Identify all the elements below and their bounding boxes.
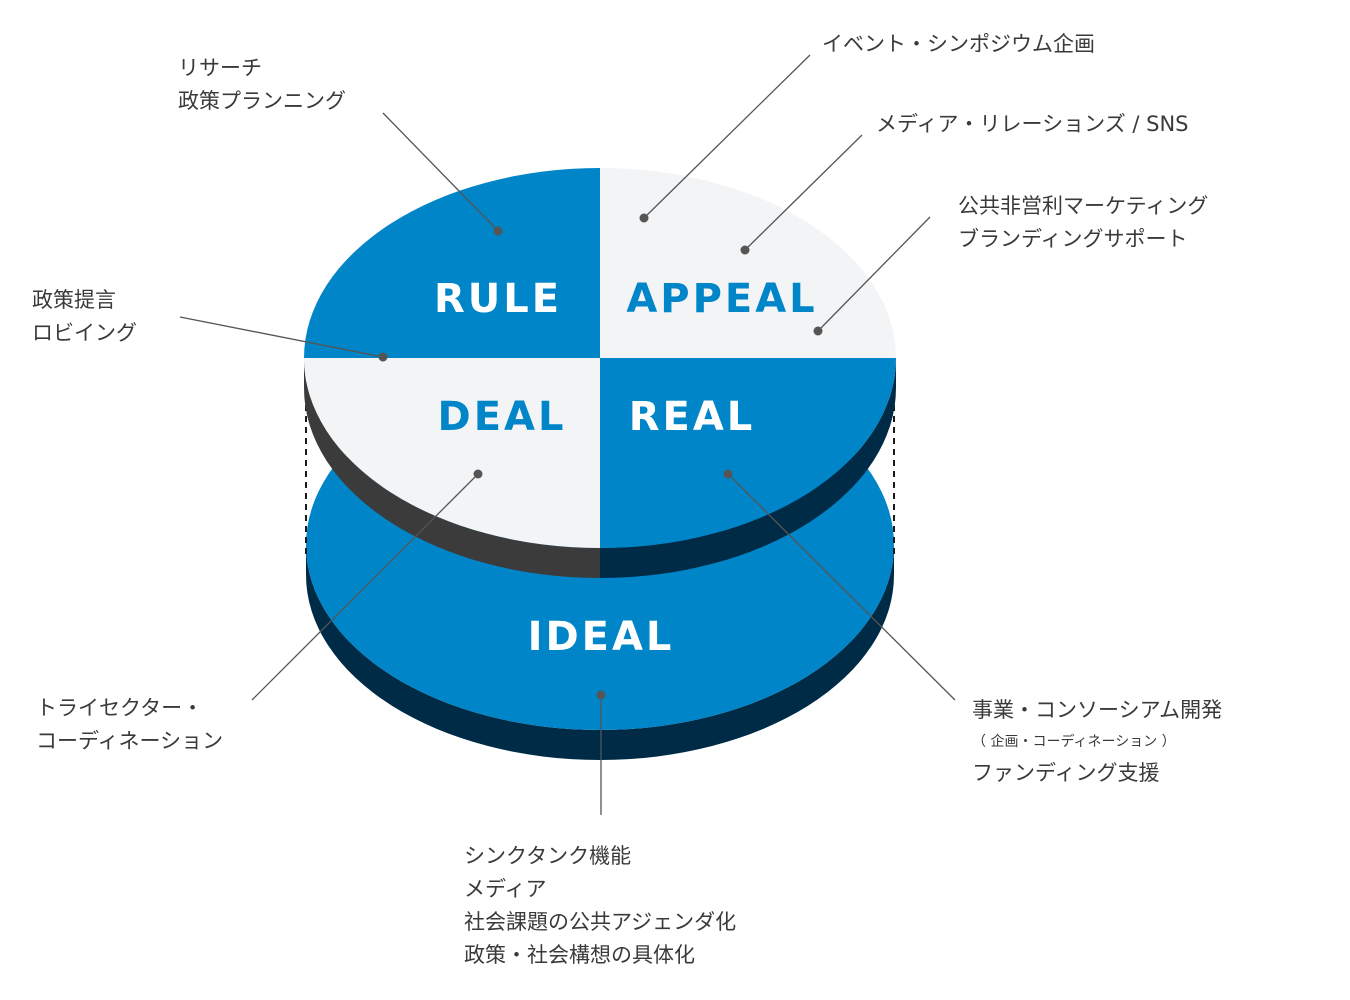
annotation-appeal-event: イベント・シンポジウム企画 [822, 28, 1095, 61]
appeal-quadrant [600, 168, 896, 358]
annotation-line: イベント・シンポジウム企画 [822, 32, 1095, 56]
dot-rule [493, 226, 503, 236]
annotation-ideal: シンクタンク機能 メディア 社会課題の公共アジェンダ化 政策・社会構想の具体化 [464, 840, 736, 972]
annotation-deal-trisector: トライセクター・ コーディネーション [36, 692, 223, 758]
dot-real [723, 469, 733, 479]
leader-line-appeal-event [643, 54, 811, 219]
dot-ideal [596, 690, 606, 700]
leader-line-real [727, 473, 956, 701]
leader-line-rule [382, 112, 499, 232]
annotation-line: トライセクター・ [36, 696, 204, 720]
leader-line-deal-policy [179, 316, 384, 358]
annotation-appeal-marketing: 公共非営利マーケティング ブランディングサポート [958, 190, 1208, 256]
annotation-rule: リサーチ 政策プランニング [178, 52, 346, 118]
annotation-deal-policy: 政策提言 ロビイング [32, 284, 137, 350]
annotation-line: 政策提言 [32, 288, 116, 312]
deal-quadrant [304, 358, 600, 548]
top-disk-side-left [304, 358, 600, 578]
annotation-line: ロビイング [32, 321, 137, 345]
annotation-line: ブランディングサポート [958, 227, 1188, 251]
dot-appeal-event [639, 213, 649, 223]
appeal-label: APPEAL [626, 276, 817, 322]
rule-quadrant [304, 168, 600, 358]
leader-line-appeal-media [744, 134, 863, 251]
dot-appeal-media [740, 245, 750, 255]
top-disk-side-right [600, 358, 896, 578]
annotation-line: （ 企画・コーディネーション ） [972, 734, 1176, 750]
annotation-line: 政策・社会構想の具体化 [464, 943, 695, 967]
annotation-line: 事業・コンソーシアム開発 [972, 698, 1223, 722]
annotation-line: メディア・リレーションズ / SNS [876, 112, 1189, 136]
annotation-line: ファンディング支援 [972, 761, 1160, 785]
annotation-appeal-media: メディア・リレーションズ / SNS [876, 108, 1188, 141]
annotation-real: 事業・コンソーシアム開発 （ 企画・コーディネーション ） ファンディング支援 [972, 694, 1222, 790]
real-label: REAL [629, 394, 756, 440]
annotation-line: シンクタンク機能 [464, 844, 632, 868]
real-quadrant [600, 358, 896, 548]
annotation-line: リサーチ [178, 56, 262, 80]
dot-appeal-marketing [813, 326, 823, 336]
annotation-line: 社会課題の公共アジェンダ化 [464, 910, 737, 934]
annotation-line: メディア [464, 877, 547, 901]
leader-line-appeal-marketing [817, 216, 931, 332]
ideal-label: IDEAL [528, 614, 675, 660]
annotation-line: コーディネーション [36, 729, 224, 753]
deal-label: DEAL [438, 394, 567, 440]
dot-deal-policy [378, 352, 388, 362]
annotation-line: 政策プランニング [178, 89, 346, 113]
dot-deal-trisector [473, 469, 483, 479]
rule-label: RULE [434, 276, 562, 322]
leader-line-deal-trisector [251, 473, 479, 701]
ideal-disk-side [306, 545, 894, 760]
annotation-line: 公共非営利マーケティング [958, 194, 1209, 218]
